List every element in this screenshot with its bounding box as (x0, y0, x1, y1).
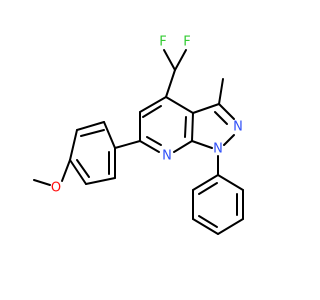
bond-c7a-c3a (191, 112, 194, 142)
bond-ph-4-double (198, 215, 218, 228)
bond-c3-n2 (218, 103, 235, 120)
bond-ar-5 (85, 177, 116, 185)
bond-c3a-c3 (192, 103, 220, 114)
bond-n-c7a (173, 140, 193, 153)
bond-c6-n-double (146, 136, 162, 146)
atom-label-f1: F (159, 35, 166, 50)
atom-label-f2: F (183, 35, 190, 50)
difluoromethyl-group (163, 49, 187, 98)
bond-c-f1 (163, 49, 176, 71)
bond-ar-3 (69, 129, 78, 161)
pyridine-ring (139, 96, 194, 153)
bond-n2-n1 (223, 134, 235, 146)
bond-ar-4-double (76, 159, 90, 178)
bond-c4-c5 (139, 96, 167, 113)
bond-c3-n2-double (214, 111, 228, 125)
pyrazole-ring (191, 78, 235, 149)
bond-c-f2 (174, 49, 187, 71)
molecule-canvas: F F N N N O (33, 35, 244, 235)
bond-c4-c3a (165, 96, 194, 114)
bond-ar-1 (103, 121, 116, 149)
bond-ph-4 (192, 218, 219, 235)
bond-ph-1 (217, 174, 244, 191)
bond-c7a-c3a-double (184, 116, 187, 138)
bond-ar-2 (76, 121, 105, 131)
structure-diagram: F F N N N O (33, 35, 244, 235)
atom-label-o-methoxy: O (51, 181, 61, 196)
bond-ar-2-double (80, 129, 105, 137)
atom-label-n2-pyrazole: N (233, 120, 243, 135)
n-phenyl-ring (192, 155, 244, 235)
bond-ar-o (61, 159, 71, 182)
bond-o-methyl (33, 179, 51, 186)
atom-label-n-pyridine: N (162, 149, 172, 164)
bond-ar-4 (69, 159, 87, 185)
bond-n1-c7a (191, 140, 213, 149)
bond-c6-n (139, 140, 160, 153)
bond-ph-6-double (198, 182, 218, 195)
atom-label-n1-pyrazole: N (213, 142, 223, 157)
bond-cf2-ring (165, 69, 176, 98)
bond-c6-aryl (114, 140, 141, 149)
bond-c4-c5-double (142, 105, 162, 118)
methoxyphenyl-ring (33, 121, 141, 186)
bond-methyl (218, 78, 224, 105)
bond-ph-6 (192, 174, 219, 191)
bond-ph-3 (217, 218, 244, 235)
